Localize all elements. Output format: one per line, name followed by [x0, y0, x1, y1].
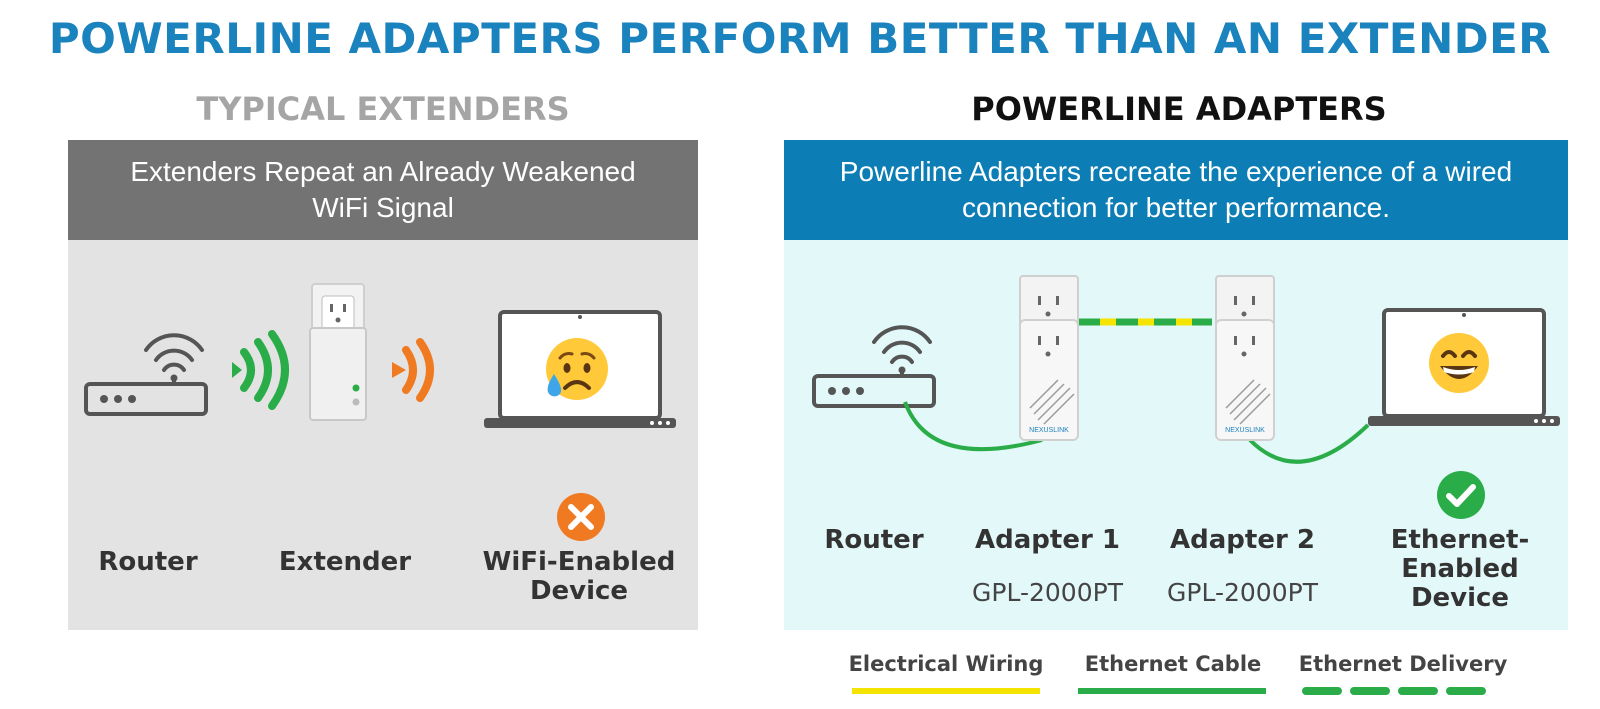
legend-swatches: [0, 0, 1600, 709]
